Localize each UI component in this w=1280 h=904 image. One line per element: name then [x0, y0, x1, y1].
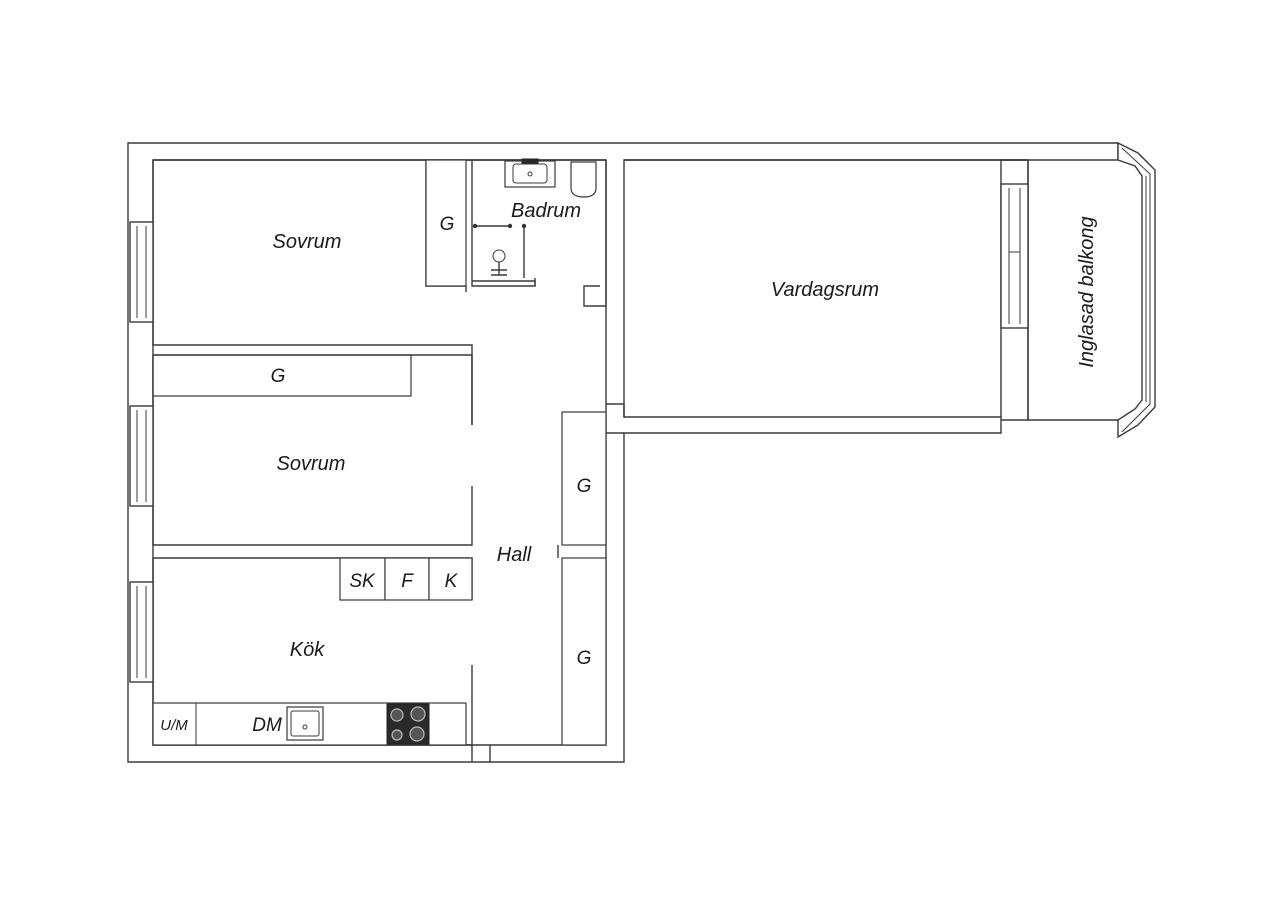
stove-burner-2 — [410, 706, 426, 722]
shower-rail-end-1 — [472, 223, 478, 229]
label-cabinet-sk: SK — [349, 571, 376, 592]
label-wardrobe-bathroom: G — [440, 214, 455, 235]
sink-inner — [290, 710, 320, 737]
label-cabinet-f: F — [401, 571, 414, 592]
room-label-balcony: Inglasad balkong — [1076, 216, 1098, 367]
stove-burner-4 — [409, 726, 425, 742]
washbasin-tap — [521, 158, 539, 164]
label-wardrobe-bedroom-2: G — [271, 366, 286, 387]
window-bedroom-1 — [129, 221, 154, 323]
shower-rail-end-3 — [521, 223, 527, 229]
label-wardrobe-hall-upper: G — [577, 476, 592, 497]
wardrobe-hall-upper — [561, 411, 607, 546]
window-kitchen — [129, 581, 154, 683]
shower-rail — [475, 225, 525, 278]
toilet — [570, 161, 597, 198]
balcony-wall — [1117, 141, 1156, 439]
window-bedroom-2 — [129, 405, 154, 507]
label-kitchen-um: U/M — [160, 717, 188, 734]
sink — [286, 706, 324, 741]
cabinet-k — [428, 557, 473, 601]
room-label-hall: Hall — [497, 544, 532, 566]
balcony-glass — [1121, 147, 1151, 433]
wardrobe-bathroom — [425, 159, 467, 287]
room-label-bathroom: Badrum — [511, 200, 581, 222]
shower-floor — [472, 280, 536, 286]
washbasin-inner — [512, 163, 548, 184]
label-wardrobe-hall-lower: G — [577, 648, 592, 669]
stove-burner-1 — [390, 708, 404, 722]
window-living-room — [1000, 183, 1029, 329]
washbasin-drain — [527, 171, 533, 177]
room-label-bedroom-1: Sovrum — [273, 231, 342, 253]
stove-burner-3 — [391, 729, 403, 741]
shower-head — [492, 249, 506, 263]
cabinet-sk — [339, 557, 386, 601]
room-label-bedroom-2: Sovrum — [277, 453, 346, 475]
shower-drain — [491, 262, 507, 276]
shower-rail-end-2 — [507, 223, 513, 229]
room-label-living-room: Vardagsrum — [771, 279, 879, 301]
bedroom-2-wall — [153, 354, 473, 546]
label-cabinet-k: K — [445, 571, 459, 592]
label-kitchen-dm: DM — [252, 715, 282, 736]
cabinet-f — [384, 557, 430, 601]
room-label-kitchen: Kök — [290, 639, 325, 661]
wardrobe-bedroom-2 — [152, 354, 412, 397]
sink-drain — [302, 724, 308, 730]
hall-wall — [471, 403, 625, 762]
wardrobe-hall-lower — [561, 557, 607, 746]
